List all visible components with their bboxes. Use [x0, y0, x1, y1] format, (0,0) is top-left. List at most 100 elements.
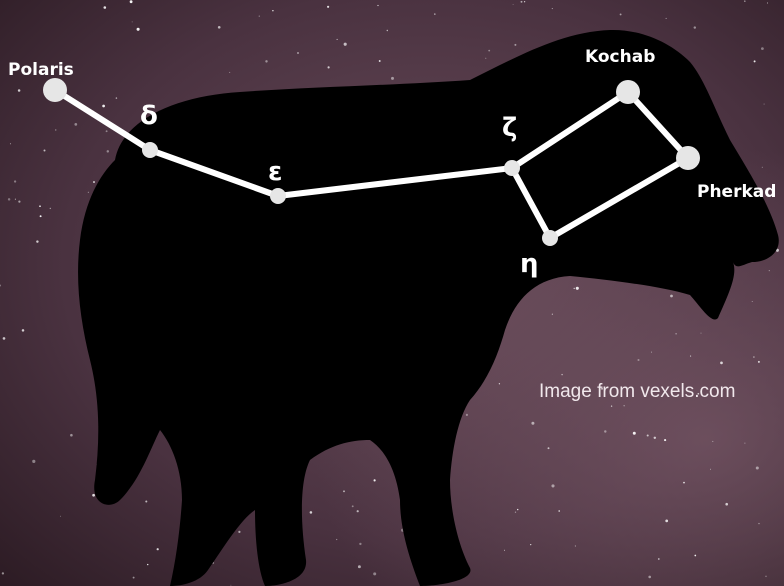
- background-star: [694, 555, 696, 557]
- background-star: [499, 383, 500, 384]
- delta-label: δ: [140, 101, 158, 131]
- background-star: [387, 30, 388, 31]
- kochab-label: Kochab: [585, 47, 655, 67]
- epsilon-label: ε: [268, 157, 282, 187]
- background-star: [374, 479, 376, 481]
- background-star: [102, 105, 105, 108]
- background-star: [744, 443, 745, 444]
- background-star: [40, 215, 42, 217]
- background-star: [694, 26, 696, 28]
- background-star: [756, 466, 759, 469]
- epsilon-star: [270, 188, 286, 204]
- background-star: [744, 0, 746, 2]
- background-star: [70, 434, 73, 437]
- background-star: [561, 374, 562, 375]
- background-star: [690, 356, 691, 357]
- background-star: [3, 337, 6, 340]
- background-star: [531, 422, 534, 425]
- background-star: [765, 576, 766, 577]
- background-star: [18, 89, 21, 92]
- background-star: [50, 208, 51, 209]
- background-star: [517, 509, 518, 510]
- background-star: [74, 123, 77, 126]
- background-star: [513, 4, 514, 5]
- background-star: [521, 1, 523, 3]
- background-star: [665, 520, 668, 523]
- background-star: [764, 104, 765, 105]
- background-star: [670, 295, 673, 298]
- background-star: [488, 50, 490, 52]
- background-star: [485, 58, 486, 59]
- background-star: [93, 181, 95, 183]
- background-star: [524, 1, 525, 2]
- background-star: [391, 77, 394, 80]
- eta-star: [542, 230, 558, 246]
- background-star: [767, 2, 768, 3]
- background-star: [358, 565, 361, 568]
- background-star: [558, 510, 560, 512]
- background-star: [357, 510, 359, 512]
- background-star: [107, 150, 109, 152]
- background-star: [379, 60, 381, 62]
- background-star: [551, 484, 554, 487]
- zeta-label: ζ: [502, 113, 517, 143]
- background-star: [310, 511, 313, 514]
- background-star: [675, 333, 677, 335]
- background-star: [230, 585, 231, 586]
- background-star: [92, 494, 95, 497]
- background-star: [60, 516, 61, 517]
- background-star: [145, 500, 147, 502]
- delta-star: [142, 142, 158, 158]
- background-star: [337, 39, 338, 40]
- background-star: [701, 333, 702, 334]
- background-star: [14, 180, 16, 182]
- image-credit: Image from vexels.com: [539, 381, 735, 402]
- background-star: [725, 503, 728, 506]
- background-star: [132, 21, 133, 22]
- background-star: [575, 546, 576, 547]
- background-star: [664, 439, 666, 441]
- background-star: [32, 460, 35, 463]
- background-star: [373, 572, 376, 575]
- background-star: [504, 550, 505, 551]
- background-star: [265, 60, 267, 62]
- background-star: [654, 437, 656, 439]
- background-star: [336, 539, 337, 540]
- background-star: [515, 512, 516, 513]
- background-star: [710, 469, 711, 470]
- background-star: [343, 490, 345, 492]
- background-star: [548, 447, 550, 449]
- background-star: [633, 432, 636, 435]
- background-star: [22, 329, 25, 332]
- background-star: [88, 192, 89, 193]
- background-star: [647, 434, 649, 436]
- kochab-star: [616, 80, 640, 104]
- background-star: [259, 16, 260, 17]
- background-star: [44, 150, 46, 152]
- background-star: [137, 28, 140, 31]
- background-star: [434, 13, 436, 15]
- background-star: [55, 129, 56, 130]
- background-star: [8, 198, 10, 200]
- polaris-star: [43, 78, 67, 102]
- background-star: [328, 66, 330, 68]
- background-star: [106, 130, 108, 132]
- background-star: [157, 548, 159, 550]
- background-star: [10, 143, 11, 144]
- background-star: [133, 577, 135, 579]
- background-star: [344, 43, 347, 46]
- background-star: [769, 270, 770, 271]
- background-star: [720, 362, 723, 365]
- background-star: [758, 523, 759, 524]
- background-star: [648, 576, 651, 579]
- background-star: [761, 47, 764, 50]
- background-star: [104, 6, 107, 9]
- background-star: [624, 405, 625, 406]
- pherkad-label: Pherkad: [697, 182, 776, 202]
- background-star: [620, 13, 622, 15]
- background-star: [514, 44, 516, 46]
- background-star: [229, 72, 230, 73]
- background-star: [297, 52, 299, 54]
- background-star: [666, 18, 667, 19]
